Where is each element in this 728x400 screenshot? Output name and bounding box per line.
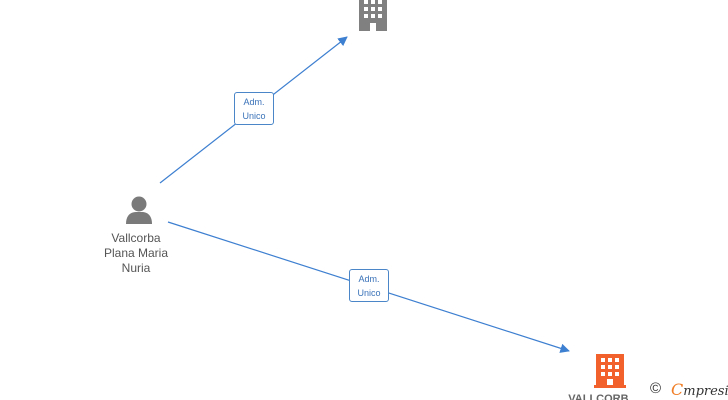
brand-logo: Cmpresia	[671, 380, 728, 399]
edge-label-top[interactable]: Adm. Unico	[234, 92, 274, 125]
person-name[interactable]: Vallcorba Plana Maria Nuria	[86, 231, 186, 276]
edge-label-line: Unico	[242, 111, 266, 121]
person-name-line: Vallcorba	[111, 231, 161, 245]
building-icon[interactable]	[594, 354, 626, 388]
edge-label-bottom[interactable]: Adm. Unico	[349, 269, 389, 302]
edge-label-line: Adm.	[243, 97, 265, 107]
building-icon[interactable]	[359, 0, 387, 31]
edge-label-line: Unico	[357, 288, 381, 298]
copyright-symbol: ©	[650, 380, 662, 397]
person-name-line: Plana Maria	[103, 246, 169, 260]
brand-initial: C	[671, 380, 684, 399]
person-icon[interactable]	[126, 196, 152, 225]
edge-label-line: Adm.	[358, 274, 380, 284]
person-name-line: Nuria	[121, 261, 151, 275]
brand-name: mpresia	[683, 384, 728, 399]
company-bottom-name[interactable]: VALLCORB...	[568, 393, 638, 400]
